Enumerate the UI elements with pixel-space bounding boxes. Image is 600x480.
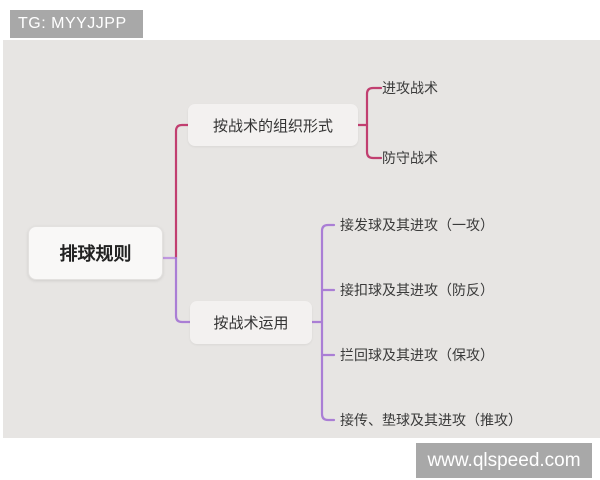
branch-node-tactic-application[interactable]: 按战术运用 xyxy=(190,301,312,344)
leaf-serve-receive-attack[interactable]: 接发球及其进攻（一攻） xyxy=(340,217,494,233)
leaf-block-return-attack[interactable]: 拦回球及其进攻（保攻） xyxy=(340,347,494,363)
tg-badge: TG: MYYJJPP xyxy=(10,10,143,38)
branch1-connector-lines xyxy=(174,86,383,260)
leaf-defensive-tactics[interactable]: 防守战术 xyxy=(382,150,438,166)
watermark: www.qlspeed.com xyxy=(416,443,592,478)
branch2-connector-lines xyxy=(174,223,336,422)
branch-node-tactic-organization[interactable]: 按战术的组织形式 xyxy=(188,104,358,146)
leaf-spike-receive-attack[interactable]: 接扣球及其进攻（防反） xyxy=(340,282,494,298)
leaf-pass-dig-attack[interactable]: 接传、垫球及其进攻（推攻） xyxy=(340,412,522,428)
root-node[interactable]: 排球规则 xyxy=(28,226,163,280)
leaf-offensive-tactics[interactable]: 进攻战术 xyxy=(382,80,438,96)
